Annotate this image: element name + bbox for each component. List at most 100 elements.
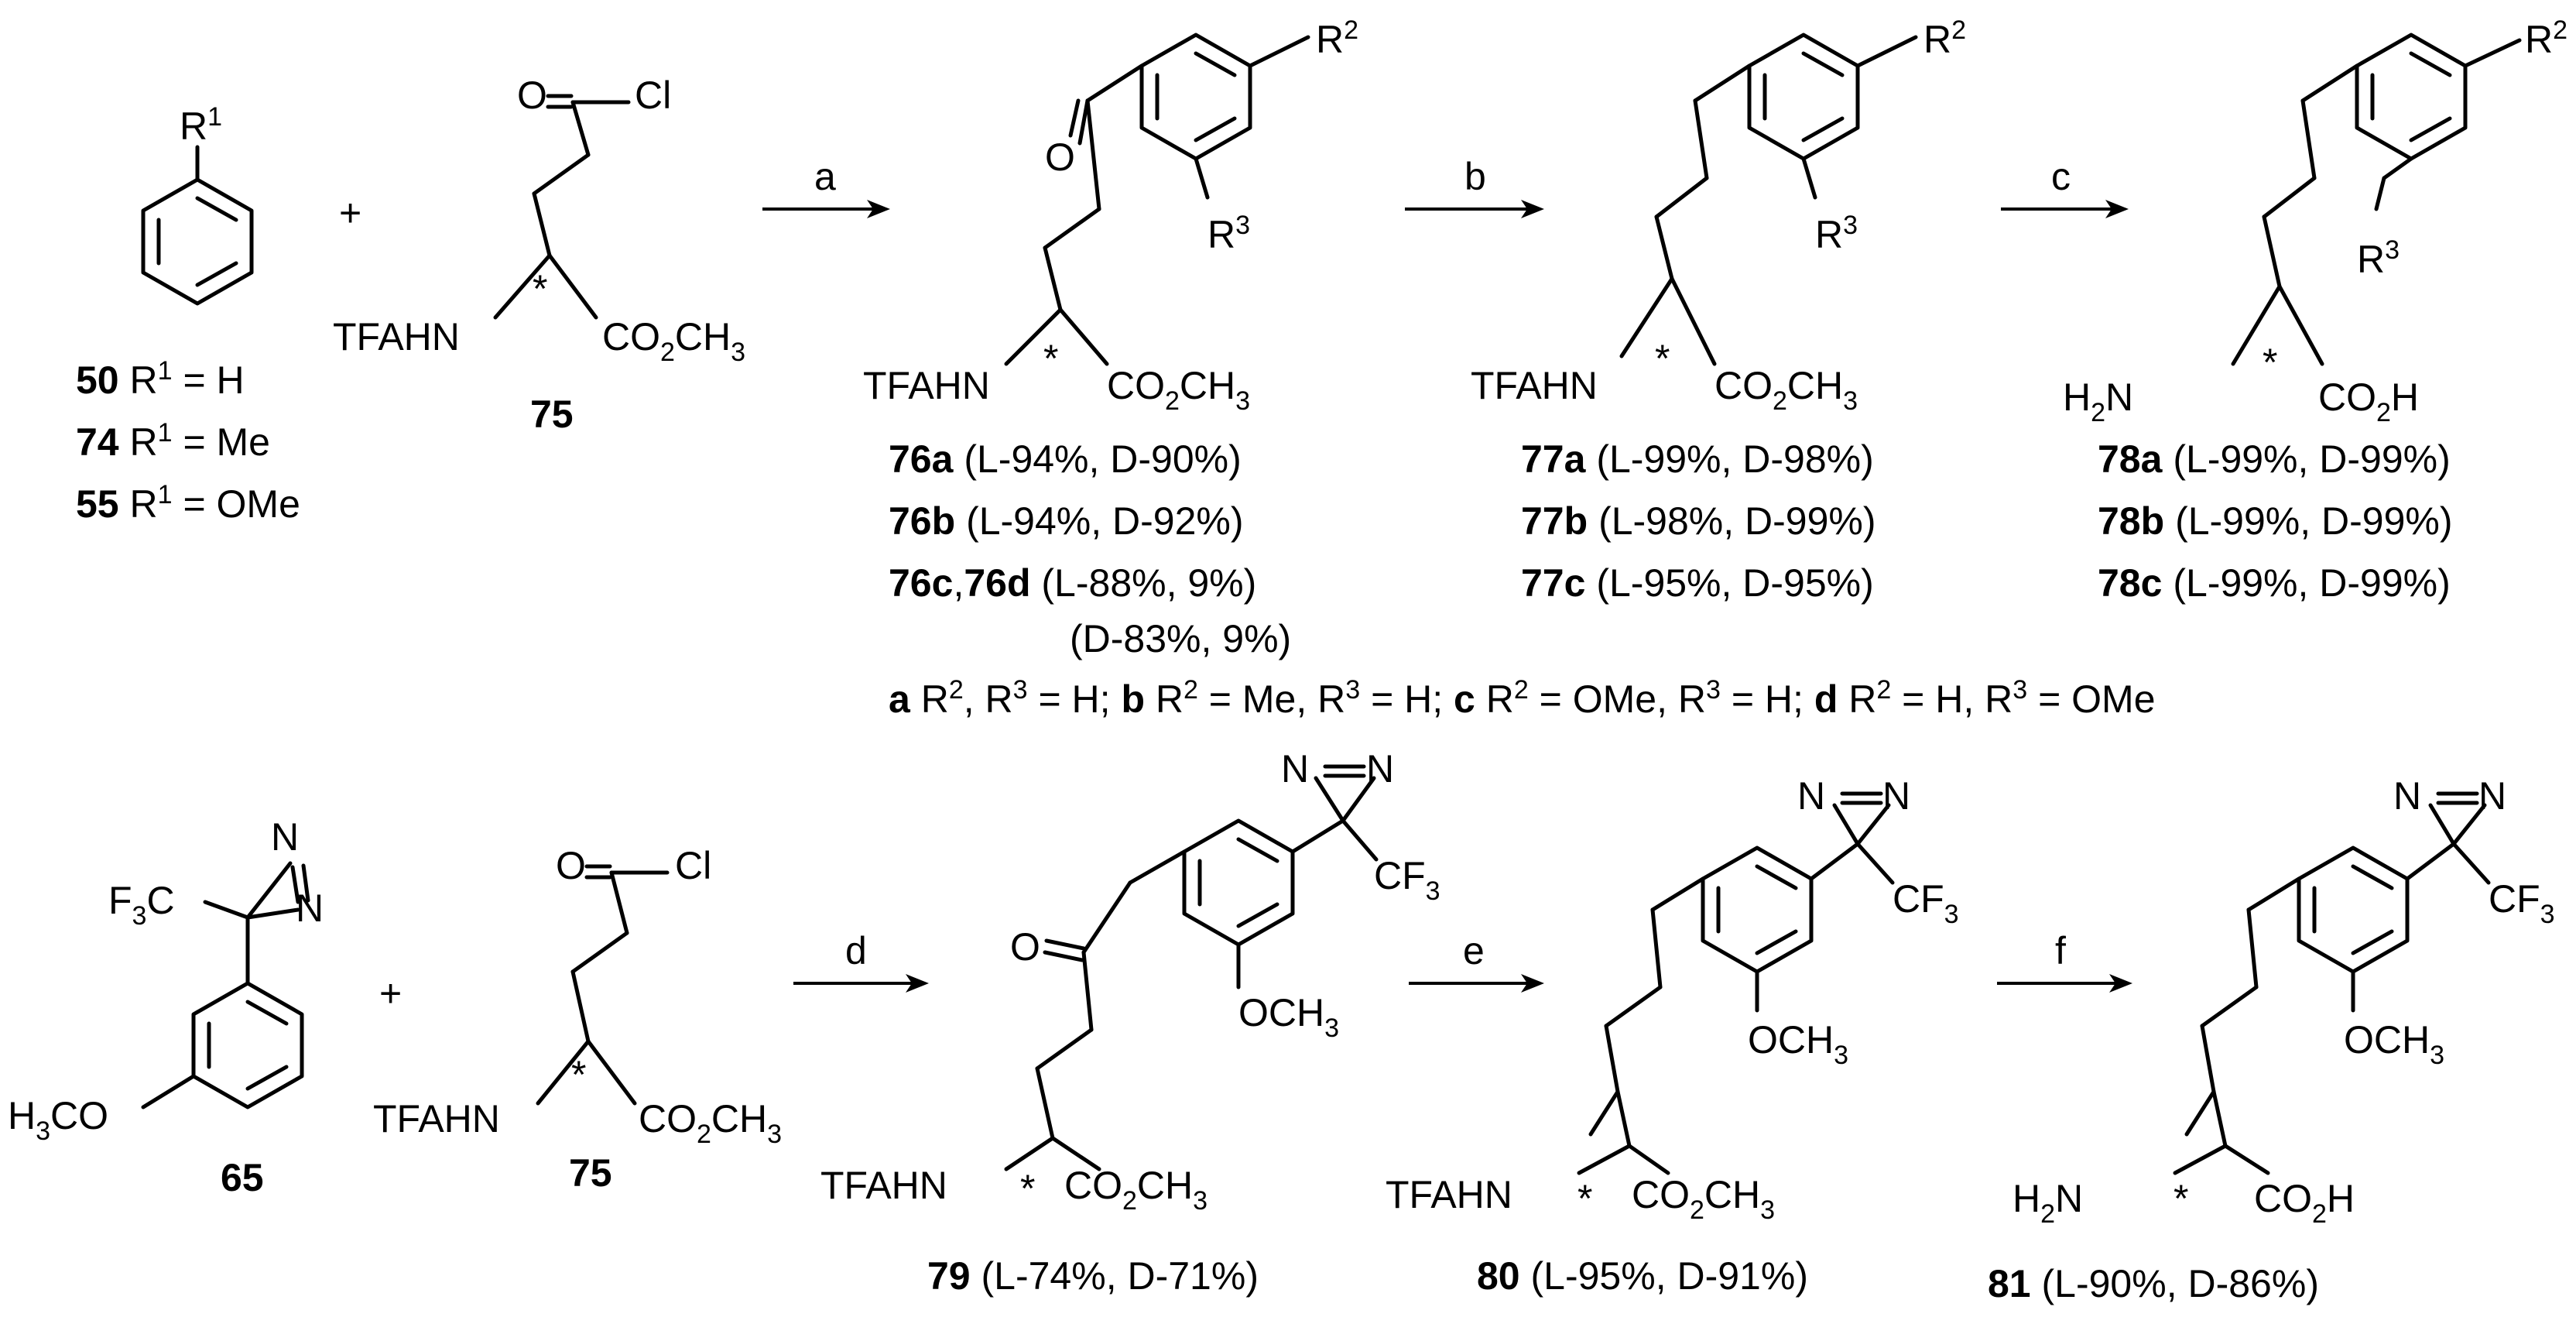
group-co2ch3: CO2CH3 [1714,364,1858,416]
atom-cl: Cl [675,844,711,887]
group-f3c: F3C [108,879,175,931]
compound-81: N N CF3 OCH3 * H2N CO2H 81 (L-90%, D-86%… [1988,774,2555,1305]
yields-76: 76a (L-94%, D-90%) 76b (L-94%, D-92%) 76… [889,437,1291,660]
atom-o: O [1010,925,1040,969]
atom-tfahn: TFAHN [1386,1173,1512,1216]
stereo-star: * [2263,341,2277,384]
group-och3: OCH3 [1238,991,1339,1043]
atom-tfahn: TFAHN [820,1164,947,1207]
r3-label: R3 [1208,211,1250,256]
compound-78: R2 R3 * H2N CO2H [2063,15,2567,427]
group-cf3: CF3 [1374,854,1440,906]
atom-tfahn: TFAHN [863,364,990,407]
label-65: 65 [221,1156,264,1199]
r1-label: R1 [180,102,222,148]
arrow-f: f [1997,929,2132,993]
stereo-star: * [1020,1167,1035,1210]
r2-label: R2 [2525,15,2567,61]
group-co2ch3: CO2CH3 [602,315,745,367]
compound-75-acid-chloride: O Cl * TFAHN CO2CH3 75 [333,74,745,436]
atom-cl: Cl [635,74,671,117]
stereo-star: * [1043,337,1058,380]
label-80: 80 (L-95%, D-91%) [1477,1254,1808,1298]
atom-n: N [1366,747,1394,791]
atom-n: N [1882,774,1910,818]
label-74: 74 R1 = Me [76,418,270,464]
atom-h2n: H2N [2063,376,2133,427]
atom-n: N [2393,774,2421,818]
group-cf3: CF3 [1893,877,1959,929]
arrow-d: d [793,929,929,993]
compound-65: H3CO N N F3C 65 [8,815,324,1199]
compound-75-acid-chloride-bottom: O Cl * TFAHN CO2CH3 75 [373,844,782,1195]
group-co2ch3: CO2CH3 [639,1097,782,1149]
atom-tfahn: TFAHN [333,315,460,358]
reagent-e: e [1463,929,1485,972]
r2-label: R2 [1923,15,1966,61]
label-78a: 78a (L-99%, D-99%) [2098,437,2451,481]
atom-tfahn: TFAHN [1471,364,1598,407]
group-co2ch3: CO2CH3 [1632,1173,1775,1225]
compound-77: R2 R3 * TFAHN CO2CH3 [1471,15,1966,416]
label-76cd: 76c,76d (L-88%, 9%) [889,561,1256,605]
reagent-b: b [1464,155,1486,198]
stereo-star: * [1577,1177,1592,1220]
group-h3co: H3CO [8,1094,108,1146]
compound-80: N N CF3 OCH3 * TFAHN CO2CH3 80 (L-95%, D… [1386,774,1959,1298]
compound-50-benzene: R1 [141,102,254,306]
label-76cd-line2: (D-83%, 9%) [1070,617,1291,660]
substituent-footnote: a R2, R3 = H; b R2 = Me, R3 = H; c R2 = … [889,675,2156,721]
label-78b: 78b (L-99%, D-99%) [2098,499,2453,543]
atom-n: N [296,887,324,930]
atom-n: N [271,815,299,859]
group-co2ch3: CO2CH3 [1064,1164,1208,1216]
reagent-d: d [845,929,867,972]
atom-tfahn: TFAHN [373,1097,500,1140]
reagent-c: c [2051,155,2071,198]
label-79: 79 (L-74%, D-71%) [927,1254,1259,1298]
label-50: 50 R1 = H [76,356,245,402]
compound-76: R2 R3 O * TFAHN CO2CH3 [863,15,1358,416]
label-77c: 77c (L-95%, D-95%) [1521,561,1874,605]
atom-o: O [1045,135,1075,179]
group-co2ch3: CO2CH3 [1107,364,1250,416]
compound-79: N N CF3 OCH3 O * TFAHN CO2CH3 79 (L-74%,… [820,747,1440,1298]
reagent-f: f [2055,929,2066,972]
r2-label: R2 [1316,15,1358,61]
label-55: 55 R1 = OMe [76,480,300,526]
reagent-a: a [814,155,836,198]
r3-label: R3 [1815,211,1858,256]
arrow-a: a [762,155,890,218]
stereo-star: * [1655,337,1670,380]
arrow-c: c [2001,155,2129,218]
group-co2h: CO2H [2318,376,2419,427]
atom-h2n: H2N [2012,1177,2083,1229]
label-76b: 76b (L-94%, D-92%) [889,499,1244,543]
stereo-star: * [533,267,547,310]
atom-o: O [556,844,586,887]
plus-sign: + [339,191,361,235]
group-och3: OCH3 [1748,1018,1848,1070]
label-75: 75 [530,393,574,436]
yields-78: 78a (L-99%, D-99%) 78b (L-99%, D-99%) 78… [2098,437,2453,605]
stereo-star: * [571,1053,586,1096]
label-75: 75 [569,1151,612,1195]
r3-label: R3 [2357,235,2400,281]
plus-sign: + [379,972,402,1015]
group-cf3: CF3 [2489,877,2555,929]
atom-o: O [517,74,547,117]
stereo-star: * [2174,1177,2188,1220]
group-co2h: CO2H [2254,1177,2355,1229]
atom-n: N [2478,774,2506,818]
label-76a: 76a (L-94%, D-90%) [889,437,1242,481]
label-77b: 77b (L-98%, D-99%) [1521,499,1876,543]
atom-n: N [1797,774,1825,818]
label-77a: 77a (L-99%, D-98%) [1521,437,1874,481]
group-och3: OCH3 [2344,1018,2444,1070]
label-81: 81 (L-90%, D-86%) [1988,1262,2319,1305]
compound-list-50-74-55: 50 R1 = H 74 R1 = Me 55 R1 = OMe [76,356,300,526]
arrow-e: e [1409,929,1544,993]
label-78c: 78c (L-99%, D-99%) [2098,561,2451,605]
arrow-b: b [1405,155,1544,218]
